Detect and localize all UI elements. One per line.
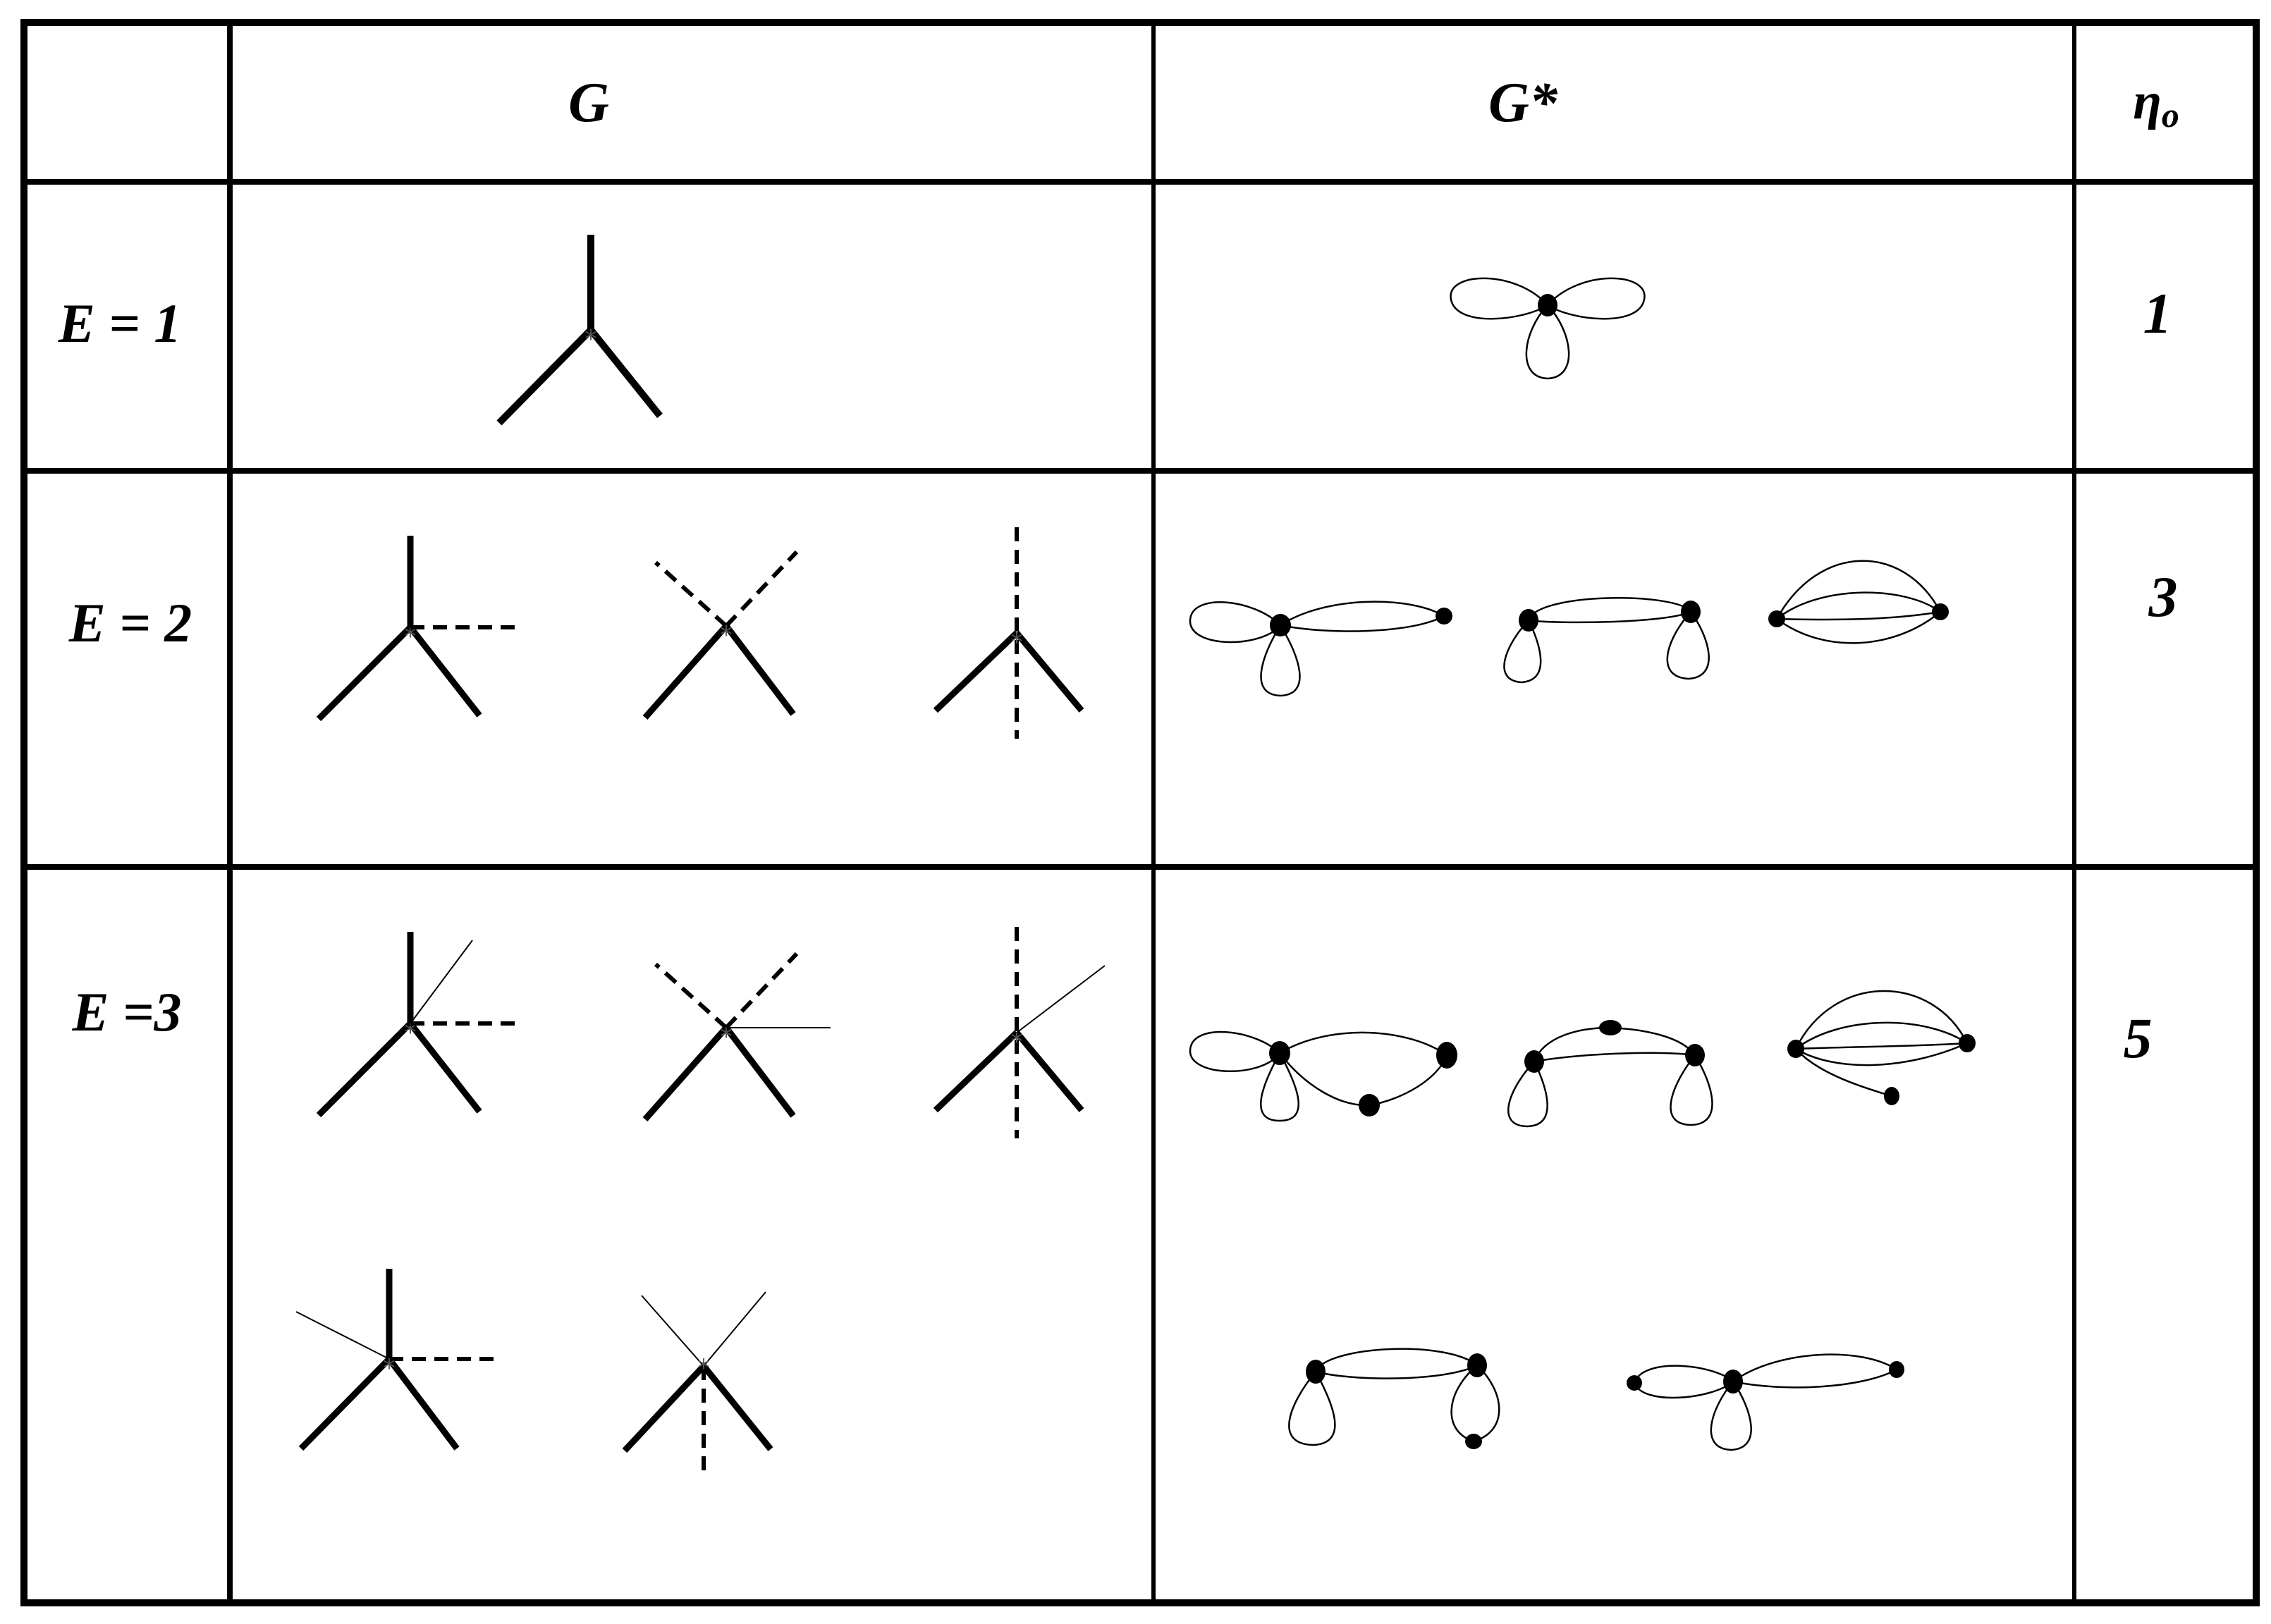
- gstar-graph-e3-2: [1507, 1020, 1713, 1128]
- g-diagram-e3-5: *: [622, 1291, 773, 1479]
- g-diagram-e1: *: [496, 235, 663, 426]
- row-label-e3: E =3: [72, 981, 182, 1042]
- gstar-graph-e3-3: [1787, 990, 1976, 1105]
- row-label-e1: E = 1: [58, 293, 181, 354]
- g-diagram-e2-2: [645, 552, 797, 718]
- gstar-vertex: [1538, 294, 1557, 316]
- g-diagram-e3-1: [319, 932, 516, 1115]
- g-diagram-e3-2: [645, 954, 831, 1119]
- gstar-graph-e3-5: [1627, 1353, 1904, 1451]
- table-grid: [20, 19, 2260, 1606]
- header-gstar: G*: [1488, 72, 1558, 134]
- eta-value-e3: 5: [2124, 1006, 2153, 1070]
- g-diagram-e2-1: [319, 536, 516, 719]
- header-eta-subscript: o: [2162, 95, 2179, 135]
- gstar-graph-e3-4: [1288, 1348, 1500, 1449]
- g-diagram-e3-3: [936, 927, 1106, 1138]
- gstar-graph-e2-2: [1503, 597, 1710, 684]
- g-diagram-e2-3: [936, 527, 1082, 739]
- header-eta: ηo: [2133, 73, 2179, 135]
- g-diagram-e3-4: *: [295, 1269, 495, 1451]
- eta-value-e1: 1: [2143, 281, 2172, 345]
- gstar-graph-e3-1: [1189, 1031, 1457, 1122]
- gstar-graph-e2-1: [1189, 601, 1452, 697]
- row-label-e2: E = 2: [68, 592, 192, 653]
- eta-value-e2: 3: [2148, 565, 2178, 629]
- gstar-graph-e2-3: [1768, 560, 1949, 644]
- svg-text:*: *: [384, 1354, 396, 1382]
- svg-text:*: *: [585, 325, 597, 353]
- header-g: G: [568, 72, 609, 134]
- gstar-graph-e1: [1450, 277, 1646, 380]
- header-eta-symbol: η: [2133, 73, 2162, 130]
- svg-text:*: *: [698, 1354, 710, 1382]
